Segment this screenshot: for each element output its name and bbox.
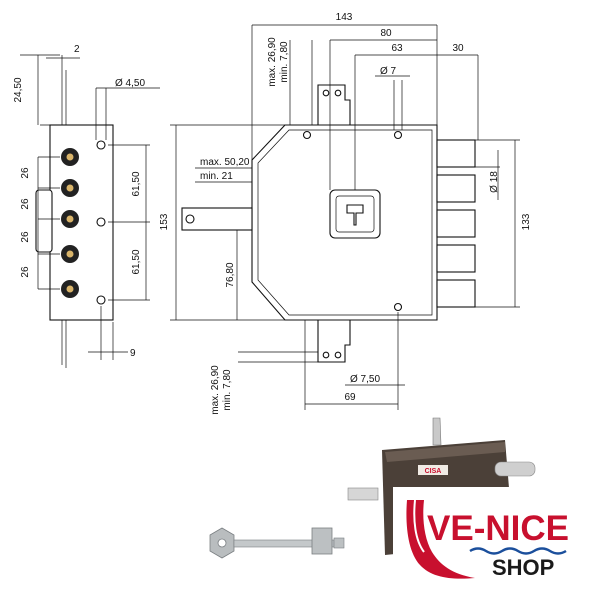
lock-body-inner xyxy=(257,129,433,316)
bolt-center xyxy=(66,215,74,223)
bolt xyxy=(436,139,476,168)
dim-top-lever-min: min. 7,80 xyxy=(279,41,290,83)
key-bow-hole xyxy=(217,538,227,548)
photo-brand-text: CISA xyxy=(425,468,442,475)
side-view: 24,50 2 Ø 4,50 26 26 26 26 61,50 61,50 9 xyxy=(13,44,160,368)
screw-hole xyxy=(96,217,106,227)
logo-swoosh-highlight xyxy=(413,499,425,553)
side-handle-recess xyxy=(35,189,53,253)
front-view: 143 80 63 30 Ø 7 max. 26,90 min. 7,80 ma… xyxy=(159,12,532,415)
latch-bar xyxy=(181,207,253,231)
logo-text-shop: SHOP xyxy=(492,555,554,580)
dim-width-69: 69 xyxy=(344,392,356,403)
dim-hole-diameter: Ø 4,50 xyxy=(115,78,145,89)
dim-mount-upper: 61,50 xyxy=(131,171,142,196)
top-lever-tab xyxy=(317,84,351,126)
photo-latch-tab xyxy=(347,487,379,501)
bolt xyxy=(436,174,476,203)
screw-hole xyxy=(96,295,106,305)
dim-top-lever-max: max. 26,90 xyxy=(267,37,278,87)
dim-bottom-lever-max: max. 26,90 xyxy=(210,365,221,415)
screw-hole xyxy=(393,130,403,140)
key-bit xyxy=(311,527,333,555)
photo-brand-label xyxy=(418,465,448,475)
screw-hole xyxy=(302,130,312,140)
keyhole xyxy=(346,204,364,226)
bolt-center xyxy=(66,153,74,161)
front-bolts xyxy=(436,139,476,308)
dim-width-30: 30 xyxy=(452,43,464,54)
side-bolts xyxy=(61,148,79,298)
dim-overall-width: 143 xyxy=(336,12,353,23)
bolt xyxy=(436,279,476,308)
dim-bolt-diameter: Ø 18 xyxy=(489,171,500,193)
key-tip xyxy=(333,537,345,549)
ve-nice-shop-logo: VE-NICE SHOP xyxy=(393,487,581,600)
logo-wave-icon xyxy=(469,547,567,555)
bolt-center xyxy=(66,184,74,192)
bolt-center xyxy=(66,250,74,258)
dim-backset-min: min. 21 xyxy=(200,171,233,182)
tab-hole xyxy=(334,351,342,359)
screw-hole xyxy=(96,140,106,150)
dim-bottom-lever-min: min. 7,80 xyxy=(222,369,233,411)
bolt xyxy=(436,209,476,238)
logo-text-ve-nice: VE-NICE xyxy=(427,509,569,548)
dim-top-offset: 24,50 xyxy=(13,77,24,102)
dim-spacing-2: 26 xyxy=(20,198,31,210)
photo-lever-top xyxy=(432,417,442,446)
dim-hole-bottom: Ø 7,50 xyxy=(350,374,380,385)
tab-hole xyxy=(334,89,342,97)
bolt-center xyxy=(66,285,74,293)
tab-hole xyxy=(322,351,330,359)
dim-height-153: 153 xyxy=(159,213,170,230)
dim-mount-lower: 61,50 xyxy=(131,249,142,274)
latch-hole xyxy=(185,214,195,224)
dim-plate-thickness: 2 xyxy=(74,44,80,55)
photo-bolt xyxy=(494,461,536,477)
key-illustration xyxy=(209,527,345,559)
screw-hole xyxy=(393,302,403,312)
dim-hole-top: Ø 7 xyxy=(380,66,397,77)
dim-width-80: 80 xyxy=(380,28,392,39)
bolt xyxy=(436,244,476,273)
photo-lock-top-face xyxy=(385,442,505,462)
dim-spacing-4: 26 xyxy=(20,266,31,278)
dim-height-133: 133 xyxy=(521,213,532,230)
dim-spacing-1: 26 xyxy=(20,167,31,179)
dim-backset-max: max. 50,20 xyxy=(200,157,250,168)
logo-swoosh-icon xyxy=(406,500,475,579)
dim-spacing-3: 26 xyxy=(20,231,31,243)
dim-width-63: 63 xyxy=(391,43,403,54)
tab-hole xyxy=(322,89,330,97)
dim-center-height: 76,80 xyxy=(225,262,236,287)
dim-bottom-offset: 9 xyxy=(130,348,136,359)
key-cylinder-inner xyxy=(335,195,375,233)
